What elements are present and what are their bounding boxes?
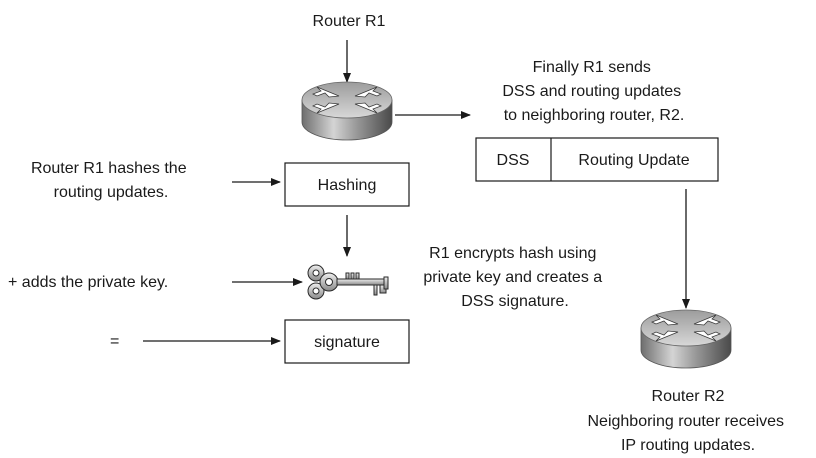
signature-box-label: signature xyxy=(314,334,380,351)
send-line-3: to neighboring router, R2. xyxy=(504,107,685,124)
encrypt-line-3: DSS signature. xyxy=(461,293,569,310)
signature-box xyxy=(284,319,410,364)
send-description: Finally R1 sends DSS and routing updates… xyxy=(502,59,685,124)
encrypt-description: R1 encrypts hash using private key and c… xyxy=(423,245,606,310)
packet-update-label: Routing Update xyxy=(578,152,689,169)
hashing-box xyxy=(284,162,410,207)
hash-line-1: Router R1 hashes the xyxy=(31,160,187,177)
key-icon xyxy=(307,264,389,300)
equals-sign: = xyxy=(110,333,119,350)
router-r1-icon xyxy=(301,81,393,141)
router-r1-label: Router R1 xyxy=(313,13,386,30)
hashing-box-label: Hashing xyxy=(318,177,377,194)
dss-routing-packet: DSS Routing Update xyxy=(475,137,719,182)
packet-dss-label: DSS xyxy=(497,152,530,169)
send-line-1: Finally R1 sends xyxy=(533,59,651,76)
send-line-2: DSS and routing updates xyxy=(502,83,681,100)
r2-desc-line-1: Neighboring router receives xyxy=(588,413,785,430)
router-r2-icon xyxy=(640,309,732,369)
hash-line-2: routing updates. xyxy=(54,184,169,201)
r2-desc-line-2: IP routing updates. xyxy=(621,437,755,454)
router-r2-description: Neighboring router receives IP routing u… xyxy=(588,413,789,454)
hash-description: Router R1 hashes the routing updates. xyxy=(31,160,191,201)
encrypt-line-2: private key and creates a xyxy=(423,269,602,286)
router-r2-label: Router R2 xyxy=(652,388,725,405)
private-key-text: + adds the private key. xyxy=(8,274,168,291)
encrypt-line-1: R1 encrypts hash using xyxy=(429,245,596,262)
